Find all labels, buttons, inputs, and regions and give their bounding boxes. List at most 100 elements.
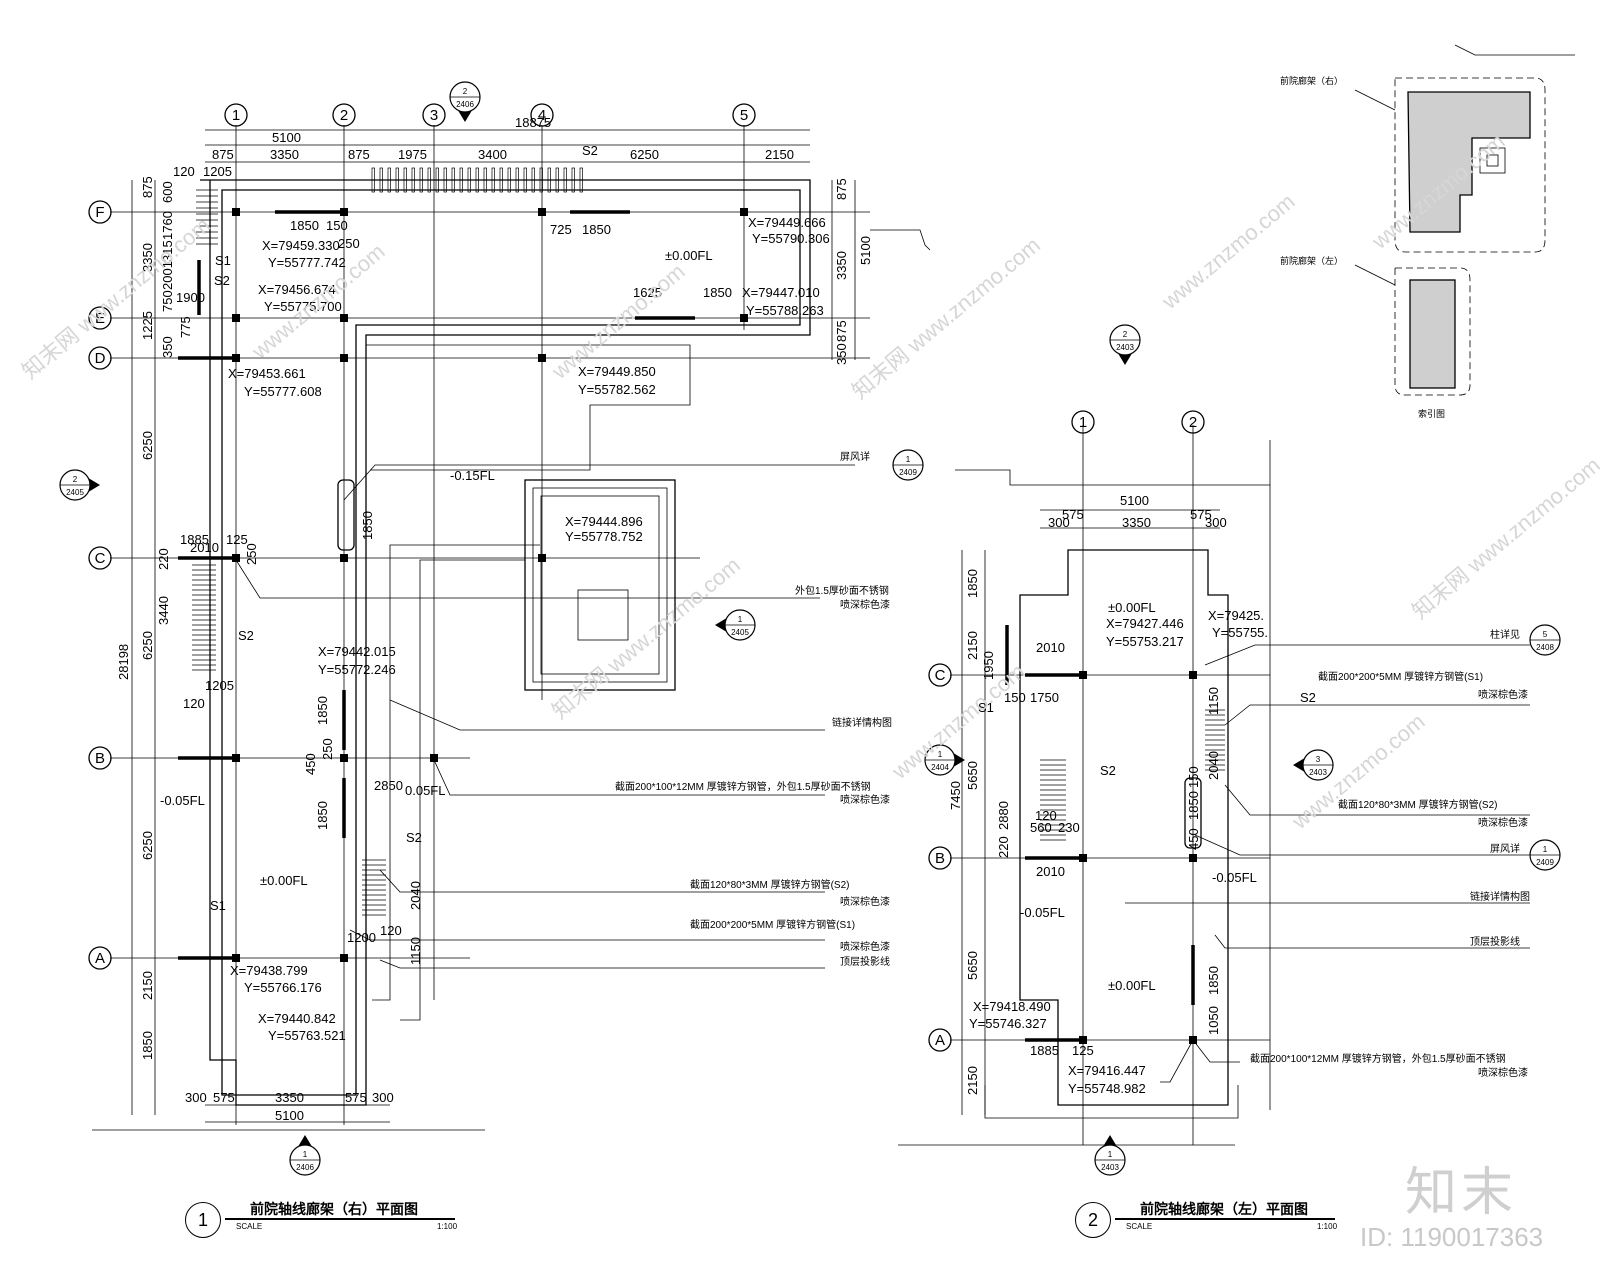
slat	[523, 167, 527, 193]
note-text-r: 屏风详	[1490, 842, 1520, 855]
coord-label: X=79444.896	[565, 514, 643, 529]
column	[232, 314, 240, 322]
coord-label: X=79447.010	[742, 285, 820, 300]
dim-r-top: 3350	[1122, 515, 1151, 530]
slat	[427, 167, 431, 193]
column	[538, 554, 546, 562]
section-sheet: 2403	[1309, 768, 1327, 777]
level-label-r: ±0.00FL	[1108, 600, 1156, 615]
material-tag: S2	[582, 143, 598, 158]
note-text-r: 顶层投影线	[1470, 935, 1520, 948]
coord-label: X=79456.674	[258, 282, 336, 297]
dim-misc: 1885	[180, 532, 209, 547]
level-label: -0.15FL	[450, 468, 495, 483]
dim-left-inner: 3440	[156, 596, 171, 625]
dim-r-top: 300	[1048, 515, 1070, 530]
material-tag: S2	[406, 830, 422, 845]
axis-label-4-bubble	[530, 103, 554, 127]
pond-center	[577, 589, 629, 641]
section-sheet: 2404	[931, 763, 949, 772]
dim-r-misc: 1150	[1206, 687, 1221, 715]
slat	[563, 167, 567, 193]
dim-r-misc: 230	[1058, 820, 1080, 835]
key-plan-box	[1479, 147, 1506, 174]
slat	[579, 167, 583, 193]
dim-top-row2: 2150	[765, 147, 794, 162]
dim-misc: 250	[244, 543, 259, 565]
dim-left-inner: 1900	[176, 290, 205, 305]
material-tag: S1	[210, 898, 226, 913]
column	[1189, 854, 1197, 862]
dim-r-top: 5100	[1120, 493, 1149, 508]
slat	[411, 167, 415, 193]
dim-r-left: 1850	[965, 569, 980, 598]
level-label: ±0.00FL	[260, 873, 308, 888]
dim-r-misc: 125	[1072, 1043, 1094, 1058]
dim-bottom: 575	[345, 1090, 367, 1105]
dim-r-top: 575	[1062, 507, 1084, 522]
pergola-r-outline	[1019, 549, 1229, 1106]
slat	[371, 167, 375, 193]
slat	[499, 167, 503, 193]
key-leader	[1354, 264, 1396, 286]
dim-r-left: 1950	[981, 651, 996, 680]
dim-misc: 120	[380, 923, 402, 938]
dim-r-misc: 2010	[1036, 640, 1065, 655]
axis-label-2: 2	[340, 107, 348, 124]
leader-r	[1224, 784, 1530, 816]
dim-misc: 3350	[834, 251, 849, 280]
slat	[571, 167, 575, 193]
section-number: 2	[1123, 330, 1128, 339]
coord-label: X=79453.661	[228, 366, 306, 381]
dim-r-misc: 1885	[1030, 1043, 1059, 1058]
columns-left	[232, 208, 748, 962]
axis-label-rC-bubble	[928, 663, 952, 687]
leader-r	[1160, 1039, 1194, 1083]
note-text: 链接详情构图	[832, 716, 892, 729]
dim-left-inner: 1760	[160, 211, 175, 240]
axis-label-F: F	[95, 204, 104, 221]
slat	[395, 167, 399, 193]
dim-top-row2: 3350	[270, 147, 299, 162]
column	[232, 954, 240, 962]
dim-r-top: 575	[1190, 507, 1212, 522]
leader	[349, 929, 825, 941]
section-sheet: 2403	[1116, 343, 1134, 352]
material-tag: S2	[214, 273, 230, 288]
slat	[443, 167, 447, 193]
coord-label-r: Y=55748.982	[1068, 1081, 1146, 1096]
dim-top-total: 18875	[515, 115, 551, 130]
dim-top-row1: 5100	[272, 130, 301, 145]
note-text-r: 链接详情构图	[1470, 890, 1530, 903]
column	[1079, 1036, 1087, 1044]
dim-misc: 250	[338, 236, 360, 251]
dim-left-row: 6250	[140, 831, 155, 860]
section-sheet: 2409	[899, 468, 917, 477]
dim-misc: 350	[834, 343, 849, 365]
column	[232, 208, 240, 216]
column	[232, 754, 240, 762]
screen-frame-r	[1184, 777, 1202, 849]
axis-label-B-bubble	[88, 746, 112, 770]
material-tag-r: S2	[1100, 763, 1116, 778]
dim-bottom: 300	[185, 1090, 207, 1105]
material-tag: S1	[215, 253, 231, 268]
right-plan	[898, 425, 1530, 1146]
slats-right-1	[1040, 759, 1066, 841]
slat	[451, 167, 455, 193]
leader	[433, 759, 825, 796]
section-number: 5	[1543, 630, 1548, 639]
slat	[547, 167, 551, 193]
note-text: 截面120*80*3MM 厚镀锌方钢管(S2)	[690, 878, 849, 891]
dim-misc: 1850	[582, 222, 611, 237]
note-text: 屏风详	[840, 450, 870, 463]
dim-misc: 2040	[408, 881, 423, 910]
note-text: 喷深棕色漆	[840, 793, 890, 806]
key-plan-frame-top	[1394, 77, 1546, 253]
slat	[419, 167, 423, 193]
coord-label-r: Y=55755.	[1212, 625, 1268, 640]
